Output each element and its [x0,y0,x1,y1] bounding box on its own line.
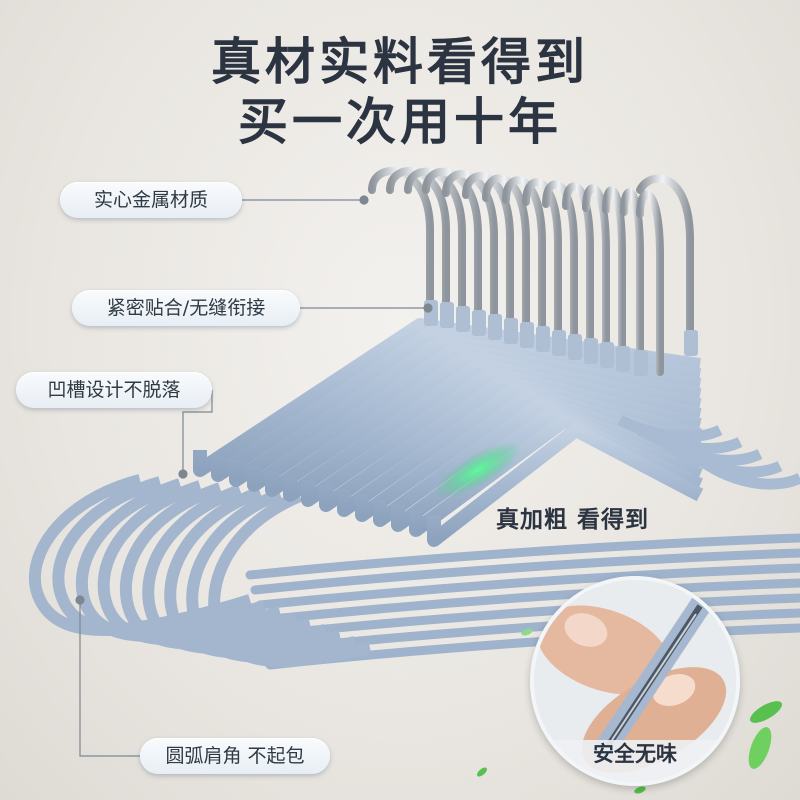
callout-rounded-shoulder: 圆弧肩角 不起包 [140,738,330,774]
headline-line-1: 真材实料看得到 [211,33,589,91]
safety-label: 安全无味 [593,742,677,766]
rounded-shoulder-ends [29,474,372,667]
callout-solid-metal: 实心金属材质 [60,182,242,218]
right-hanger-ends [617,415,800,490]
callout-groove-design: 凹槽设计不脱落 [16,372,212,408]
zoom-inset-circle: 安全无味 [530,576,740,786]
callout-tight-fit: 紧密贴合/无缝衔接 [72,290,300,326]
thickness-label: 真加粗 看得到 [496,507,650,533]
callout-leaders [75,195,433,757]
hook-collars [424,300,698,376]
groove-highlight-glow [433,441,523,499]
headline-line-2: 买一次用十年 [238,93,562,151]
metal-hooks [368,166,694,376]
